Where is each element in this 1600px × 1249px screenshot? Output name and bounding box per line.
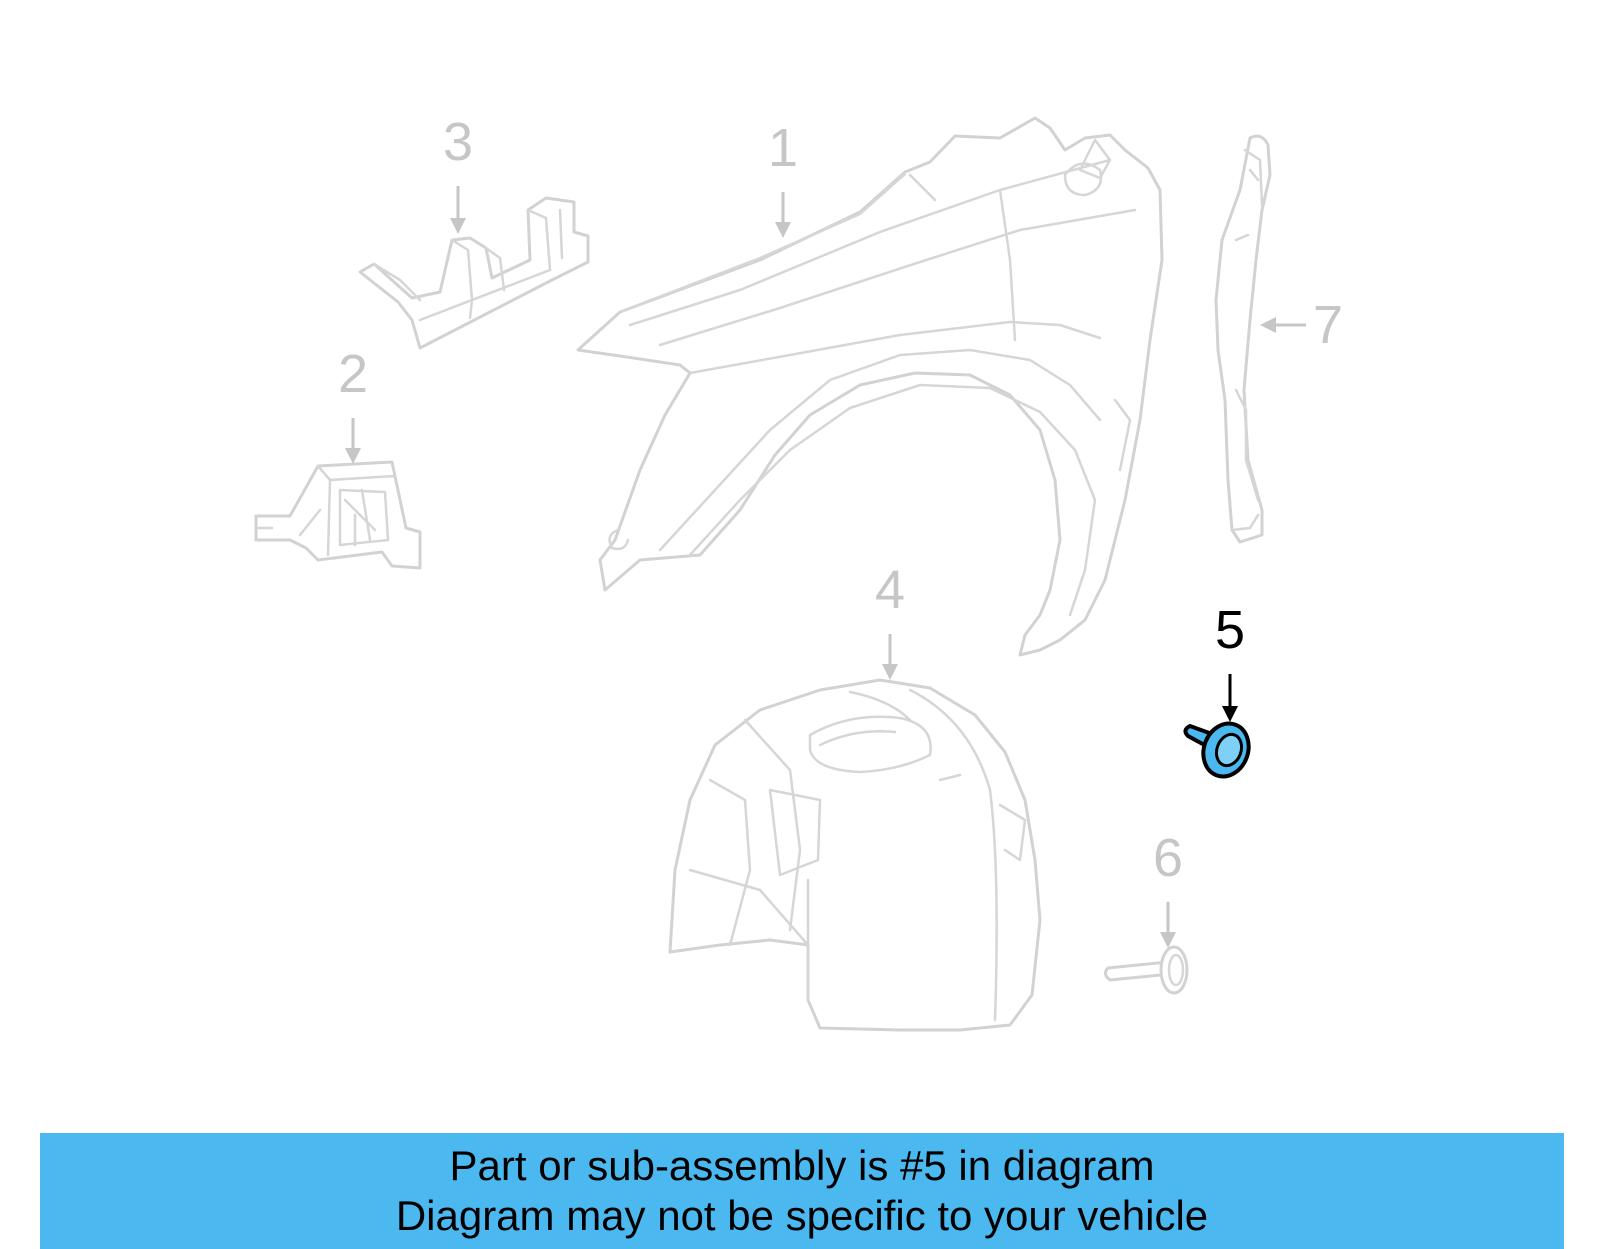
part-5-clip bbox=[1183, 721, 1251, 779]
callout-5: 5 bbox=[1215, 600, 1245, 660]
callout-7: 7 bbox=[1313, 295, 1343, 355]
callout-2: 2 bbox=[338, 344, 368, 404]
part-2-bracket bbox=[254, 460, 422, 570]
callout-3: 3 bbox=[443, 112, 473, 172]
arrow-3 bbox=[450, 186, 466, 234]
part-7-seal bbox=[1214, 134, 1272, 544]
banner-line-1: Part or sub-assembly is #5 in diagram bbox=[449, 1142, 1155, 1189]
arrow-5 bbox=[1222, 674, 1238, 722]
arrow-1 bbox=[775, 192, 791, 238]
callout-1: 1 bbox=[768, 118, 798, 178]
callout-6: 6 bbox=[1153, 828, 1183, 888]
part-6-clip bbox=[1103, 945, 1189, 995]
arrow-7 bbox=[1260, 317, 1306, 333]
arrow-4 bbox=[882, 634, 898, 680]
callout-4: 4 bbox=[875, 560, 905, 620]
part-4-liner bbox=[668, 678, 1042, 1032]
part-1-fender bbox=[576, 116, 1164, 657]
part-3-bracket bbox=[358, 196, 590, 350]
arrow-2 bbox=[345, 418, 361, 464]
arrow-6 bbox=[1160, 902, 1176, 948]
banner-line-2: Diagram may not be specific to your vehi… bbox=[395, 1192, 1209, 1239]
info-banner: Part or sub-assembly is #5 in diagram Di… bbox=[40, 1133, 1564, 1249]
